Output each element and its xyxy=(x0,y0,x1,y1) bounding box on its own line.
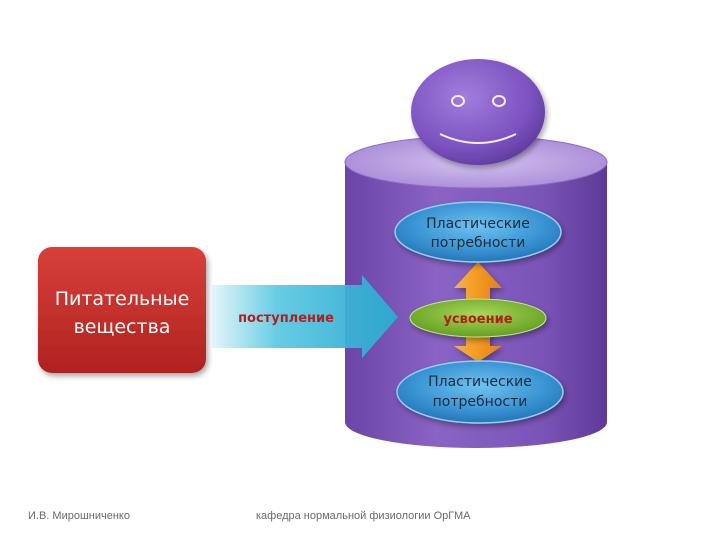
nutrients-box: Питательные вещества xyxy=(38,247,206,373)
footer-department: кафедра нормальной физиологии ОрГМА xyxy=(256,510,471,522)
plastic-needs-top-line2: потребности xyxy=(431,235,526,251)
plastic-needs-bottom-line1: Пластические xyxy=(428,374,532,390)
plastic-needs-bottom-line2: потребности xyxy=(433,394,528,410)
nutrients-label-line1: Питательные xyxy=(55,288,190,310)
plastic-needs-bottom: Пластические потребности xyxy=(396,360,564,424)
smiley-face-icon xyxy=(411,59,545,165)
plastic-needs-top-line1: Пластические xyxy=(426,216,530,232)
intake-label: поступление xyxy=(238,311,334,326)
intake-arrow: поступление xyxy=(212,275,398,358)
assimilation-node: усвоение xyxy=(409,298,547,338)
plastic-needs-top: Пластические потребности xyxy=(394,201,562,263)
nutrients-label-line2: вещества xyxy=(74,316,171,338)
footer-author: И.В. Мирошниченко xyxy=(28,510,130,522)
assimilation-label: усвоение xyxy=(443,312,512,327)
